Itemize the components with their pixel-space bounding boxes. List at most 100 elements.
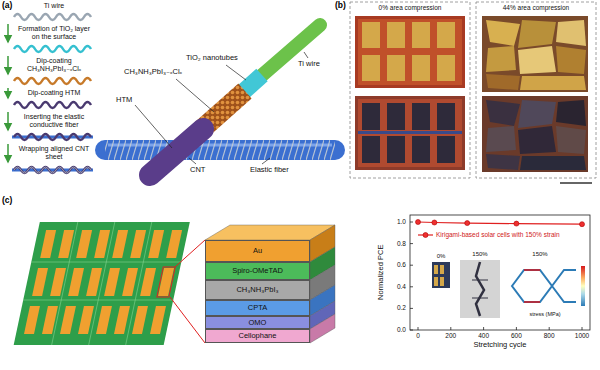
solar-cell-array (50, 268, 66, 296)
figure-label: 1.0 (386, 218, 406, 225)
chart-axes (410, 308, 413, 309)
legend-row: Kirigami-based solar cells with 150% str… (418, 231, 560, 239)
device-photo-compressed (518, 46, 556, 74)
layer-label: Spiro-OMeTAD (232, 267, 283, 275)
legend-text: Kirigami-based solar cells with 150% str… (436, 231, 560, 238)
solar-cell-array (24, 230, 182, 334)
device-photo-compressed (520, 76, 586, 90)
device-photo-flat (387, 22, 405, 48)
chart-axes (410, 215, 590, 330)
device-photo-compressed (518, 20, 556, 48)
data-series (416, 220, 585, 227)
solar-cell-array (104, 268, 120, 296)
process-arrows (7, 144, 9, 162)
device-photo-flat (412, 55, 430, 81)
leader-lines (262, 158, 270, 164)
leader-lines (226, 65, 246, 80)
inset-images (512, 270, 576, 302)
device-photo-flat (387, 103, 405, 130)
chart-axes (410, 265, 413, 266)
device-photo-compressed (518, 100, 556, 128)
fiber-device-illustration (260, 25, 320, 77)
inset-images (440, 265, 444, 274)
legend-sample (418, 231, 433, 239)
device-photo-flat (358, 99, 462, 167)
layer-label: Au (253, 247, 262, 255)
device-photo-compressed (556, 46, 586, 74)
layer-band: CPTA (205, 300, 310, 316)
solar-cell-array (114, 306, 130, 334)
inset-images (460, 260, 500, 318)
figure-label: 0.8 (386, 240, 406, 247)
leader-lines (135, 105, 172, 148)
solar-cell-array (60, 306, 76, 334)
figure-label: Ti wire (14, 2, 94, 10)
fiber-device-illustration (105, 140, 335, 160)
figure-label: 0.2 (386, 304, 406, 311)
solar-cell-array (112, 230, 128, 258)
device-photo-flat (412, 22, 430, 48)
chart-axes (582, 327, 583, 330)
chart-axes (410, 215, 590, 330)
photo-frames (350, 2, 470, 178)
chart-axes (516, 327, 517, 330)
figure-label: (c) (2, 196, 12, 206)
fiber-device-illustration (105, 25, 335, 175)
solar-cell-array (76, 230, 92, 258)
device-photo-flat (362, 55, 380, 81)
figure-label: 400 (471, 332, 497, 339)
process-arrows (7, 24, 9, 162)
device-photo-compressed (518, 126, 556, 154)
device-photo-compressed (486, 126, 516, 152)
solar-cell-array (94, 230, 110, 258)
photo-frames (476, 2, 596, 178)
device-photo-compressed (482, 16, 592, 183)
inset-images (524, 270, 540, 302)
legend-sample (423, 233, 428, 238)
device-photo-compressed (556, 100, 586, 126)
leader-lines (304, 52, 308, 58)
figure-label: Dip-coating CH₃NH₃PbI₃₋ₓClₓ (14, 57, 94, 73)
inset-images (581, 266, 585, 306)
figure-label: TiO₂ nanotubes (186, 54, 238, 63)
coil-springs (12, 169, 93, 172)
chart-axes (410, 286, 413, 287)
figure-label: HTM (116, 96, 132, 105)
figure-label: Formation of TiO₂ layer on the surface (14, 25, 94, 41)
coil-springs (12, 136, 93, 139)
device-photo-flat (437, 136, 455, 163)
device-photo-flat (412, 103, 430, 130)
device-photo-compressed (486, 46, 516, 72)
layer-band: OMO (205, 316, 310, 329)
device-photo-flat (387, 55, 405, 81)
solar-cell-array (166, 230, 182, 258)
coil-springs (14, 14, 91, 20)
solar-cell-array (132, 306, 148, 334)
figure-label: stress (MPa) (517, 311, 573, 317)
device-photo-flat (412, 136, 430, 163)
solar-cell-array (96, 306, 112, 334)
device-photo-compressed (486, 74, 520, 90)
layer-stack-faces (205, 225, 335, 343)
layer-label: Cellophane (239, 332, 277, 340)
figure-label: 150% (466, 251, 494, 258)
device-photo-compressed (556, 20, 586, 46)
figure-label: (a) (2, 1, 12, 11)
figure-label: 150% (526, 251, 554, 258)
chart-axes (418, 327, 419, 330)
figure-label: (b) (335, 1, 346, 11)
figure-label: 200 (438, 332, 464, 339)
device-photo-flat (358, 19, 462, 85)
leader-lines (176, 79, 214, 112)
process-arrows (7, 24, 9, 42)
zoom-lines (170, 297, 205, 343)
solar-cell-array (14, 222, 190, 345)
solar-cell-array (148, 230, 164, 258)
figure-label: Normalized PCE (377, 232, 386, 312)
solar-cell-array (24, 306, 40, 334)
inset-images (434, 265, 438, 274)
solar-cell-array (14, 222, 190, 345)
figure-label: Stretching cycle (455, 341, 545, 350)
figure-label: Elastic fiber (250, 166, 289, 175)
figure-label: 0% area compression (351, 4, 469, 11)
